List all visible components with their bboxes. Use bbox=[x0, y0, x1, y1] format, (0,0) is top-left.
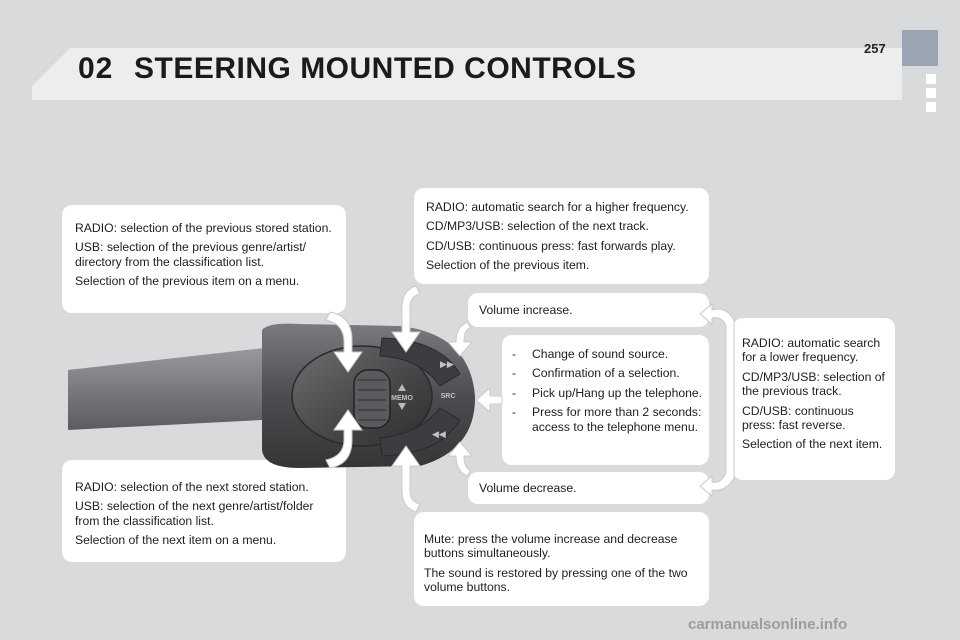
callout-line: Volume increase. bbox=[479, 303, 573, 317]
arrow-up-icon bbox=[398, 384, 406, 391]
callout-line: Selection of the next item. bbox=[742, 437, 883, 452]
tab-dot-3 bbox=[926, 102, 936, 112]
callout-list-item: Change of sound source. bbox=[502, 347, 703, 362]
callout-line: CD/USB: continuous press: fast forwards … bbox=[426, 238, 676, 253]
callout-line: RADIO: automatic search for a lower freq… bbox=[742, 336, 881, 365]
callout-line: RADIO: selection of the next stored stat… bbox=[75, 480, 309, 494]
chapter-number: 02 bbox=[78, 52, 114, 85]
arrow-previous-station bbox=[325, 311, 363, 373]
title-band bbox=[32, 48, 902, 100]
arrow-down-icon bbox=[398, 403, 406, 410]
arrow-src-button bbox=[475, 386, 503, 414]
chapter-tab-marker bbox=[902, 30, 938, 66]
callout-line: CD/MP3/USB: selection of the next track. bbox=[426, 219, 649, 234]
callout-previous-station: RADIO: selection of the previous stored … bbox=[62, 205, 346, 313]
watermark: carmanualsonline.info bbox=[688, 616, 848, 633]
callout-higher-frequency: RADIO: automatic search for a higher fre… bbox=[414, 188, 709, 284]
steering-control-illustration: MEMO SRC ▶▶ ◀◀ bbox=[68, 323, 476, 468]
callout-list-item: Confirmation of a selection. bbox=[502, 366, 703, 381]
memo-label: MEMO bbox=[391, 395, 413, 402]
arrow-mute bbox=[391, 445, 421, 513]
arrow-higher-frequency bbox=[391, 285, 421, 353]
callout-list-item: Pick up/Hang up the telephone. bbox=[502, 386, 703, 401]
tab-dot-1 bbox=[926, 74, 936, 84]
callout-line: Selection of the previous item on a menu… bbox=[75, 274, 300, 289]
callout-list-item: Press for more than 2 seconds: access to… bbox=[502, 405, 703, 434]
fast-forward-icon: ▶▶ bbox=[440, 359, 454, 369]
callout-volume-increase: Volume increase. bbox=[468, 293, 709, 327]
arrow-volume-increase bbox=[446, 321, 474, 357]
callout-line: Selection of the next item on a menu. bbox=[75, 533, 277, 548]
callout-line: Volume decrease. bbox=[479, 481, 577, 495]
callout-line: Selection of the previous item. bbox=[426, 258, 590, 273]
callout-line: CD/USB: continuous press: fast reverse. bbox=[742, 403, 854, 432]
fast-reverse-icon: ◀◀ bbox=[432, 429, 446, 439]
src-label: SRC bbox=[441, 393, 456, 400]
tab-dot-2 bbox=[926, 88, 936, 98]
callout-next-station: RADIO: selection of the next stored stat… bbox=[62, 460, 346, 562]
callout-line: RADIO: selection of the previous stored … bbox=[75, 221, 332, 235]
callout-line: CD/MP3/USB: selection of the previous tr… bbox=[742, 369, 885, 399]
stalk-shaft bbox=[68, 344, 300, 430]
callout-src-button: Change of sound source. Confirmation of … bbox=[502, 335, 709, 465]
arrow-next-station bbox=[325, 409, 363, 469]
callout-line: USB: selection of the next genre/artist/… bbox=[75, 499, 314, 528]
callout-line: The sound is restored by pressing one of… bbox=[424, 565, 688, 595]
arrow-lower-frequency bbox=[699, 302, 735, 498]
callout-line: USB: selection of the previous genre/art… bbox=[75, 240, 307, 269]
thumbwheel bbox=[353, 369, 391, 429]
callout-mute: Mute: press the volume increase and decr… bbox=[414, 512, 709, 606]
page-title: STEERING MOUNTED CONTROLS bbox=[134, 52, 637, 85]
page-number: 257 bbox=[864, 41, 886, 56]
callout-lower-frequency: RADIO: automatic search for a lower freq… bbox=[733, 318, 895, 480]
callout-line: Mute: press the volume increase and decr… bbox=[424, 532, 678, 561]
volume-up-rocker bbox=[379, 337, 461, 387]
callout-line: RADIO: automatic search for a higher fre… bbox=[426, 200, 689, 214]
arrow-volume-decrease bbox=[446, 441, 474, 477]
callout-volume-decrease: Volume decrease. bbox=[468, 472, 709, 504]
